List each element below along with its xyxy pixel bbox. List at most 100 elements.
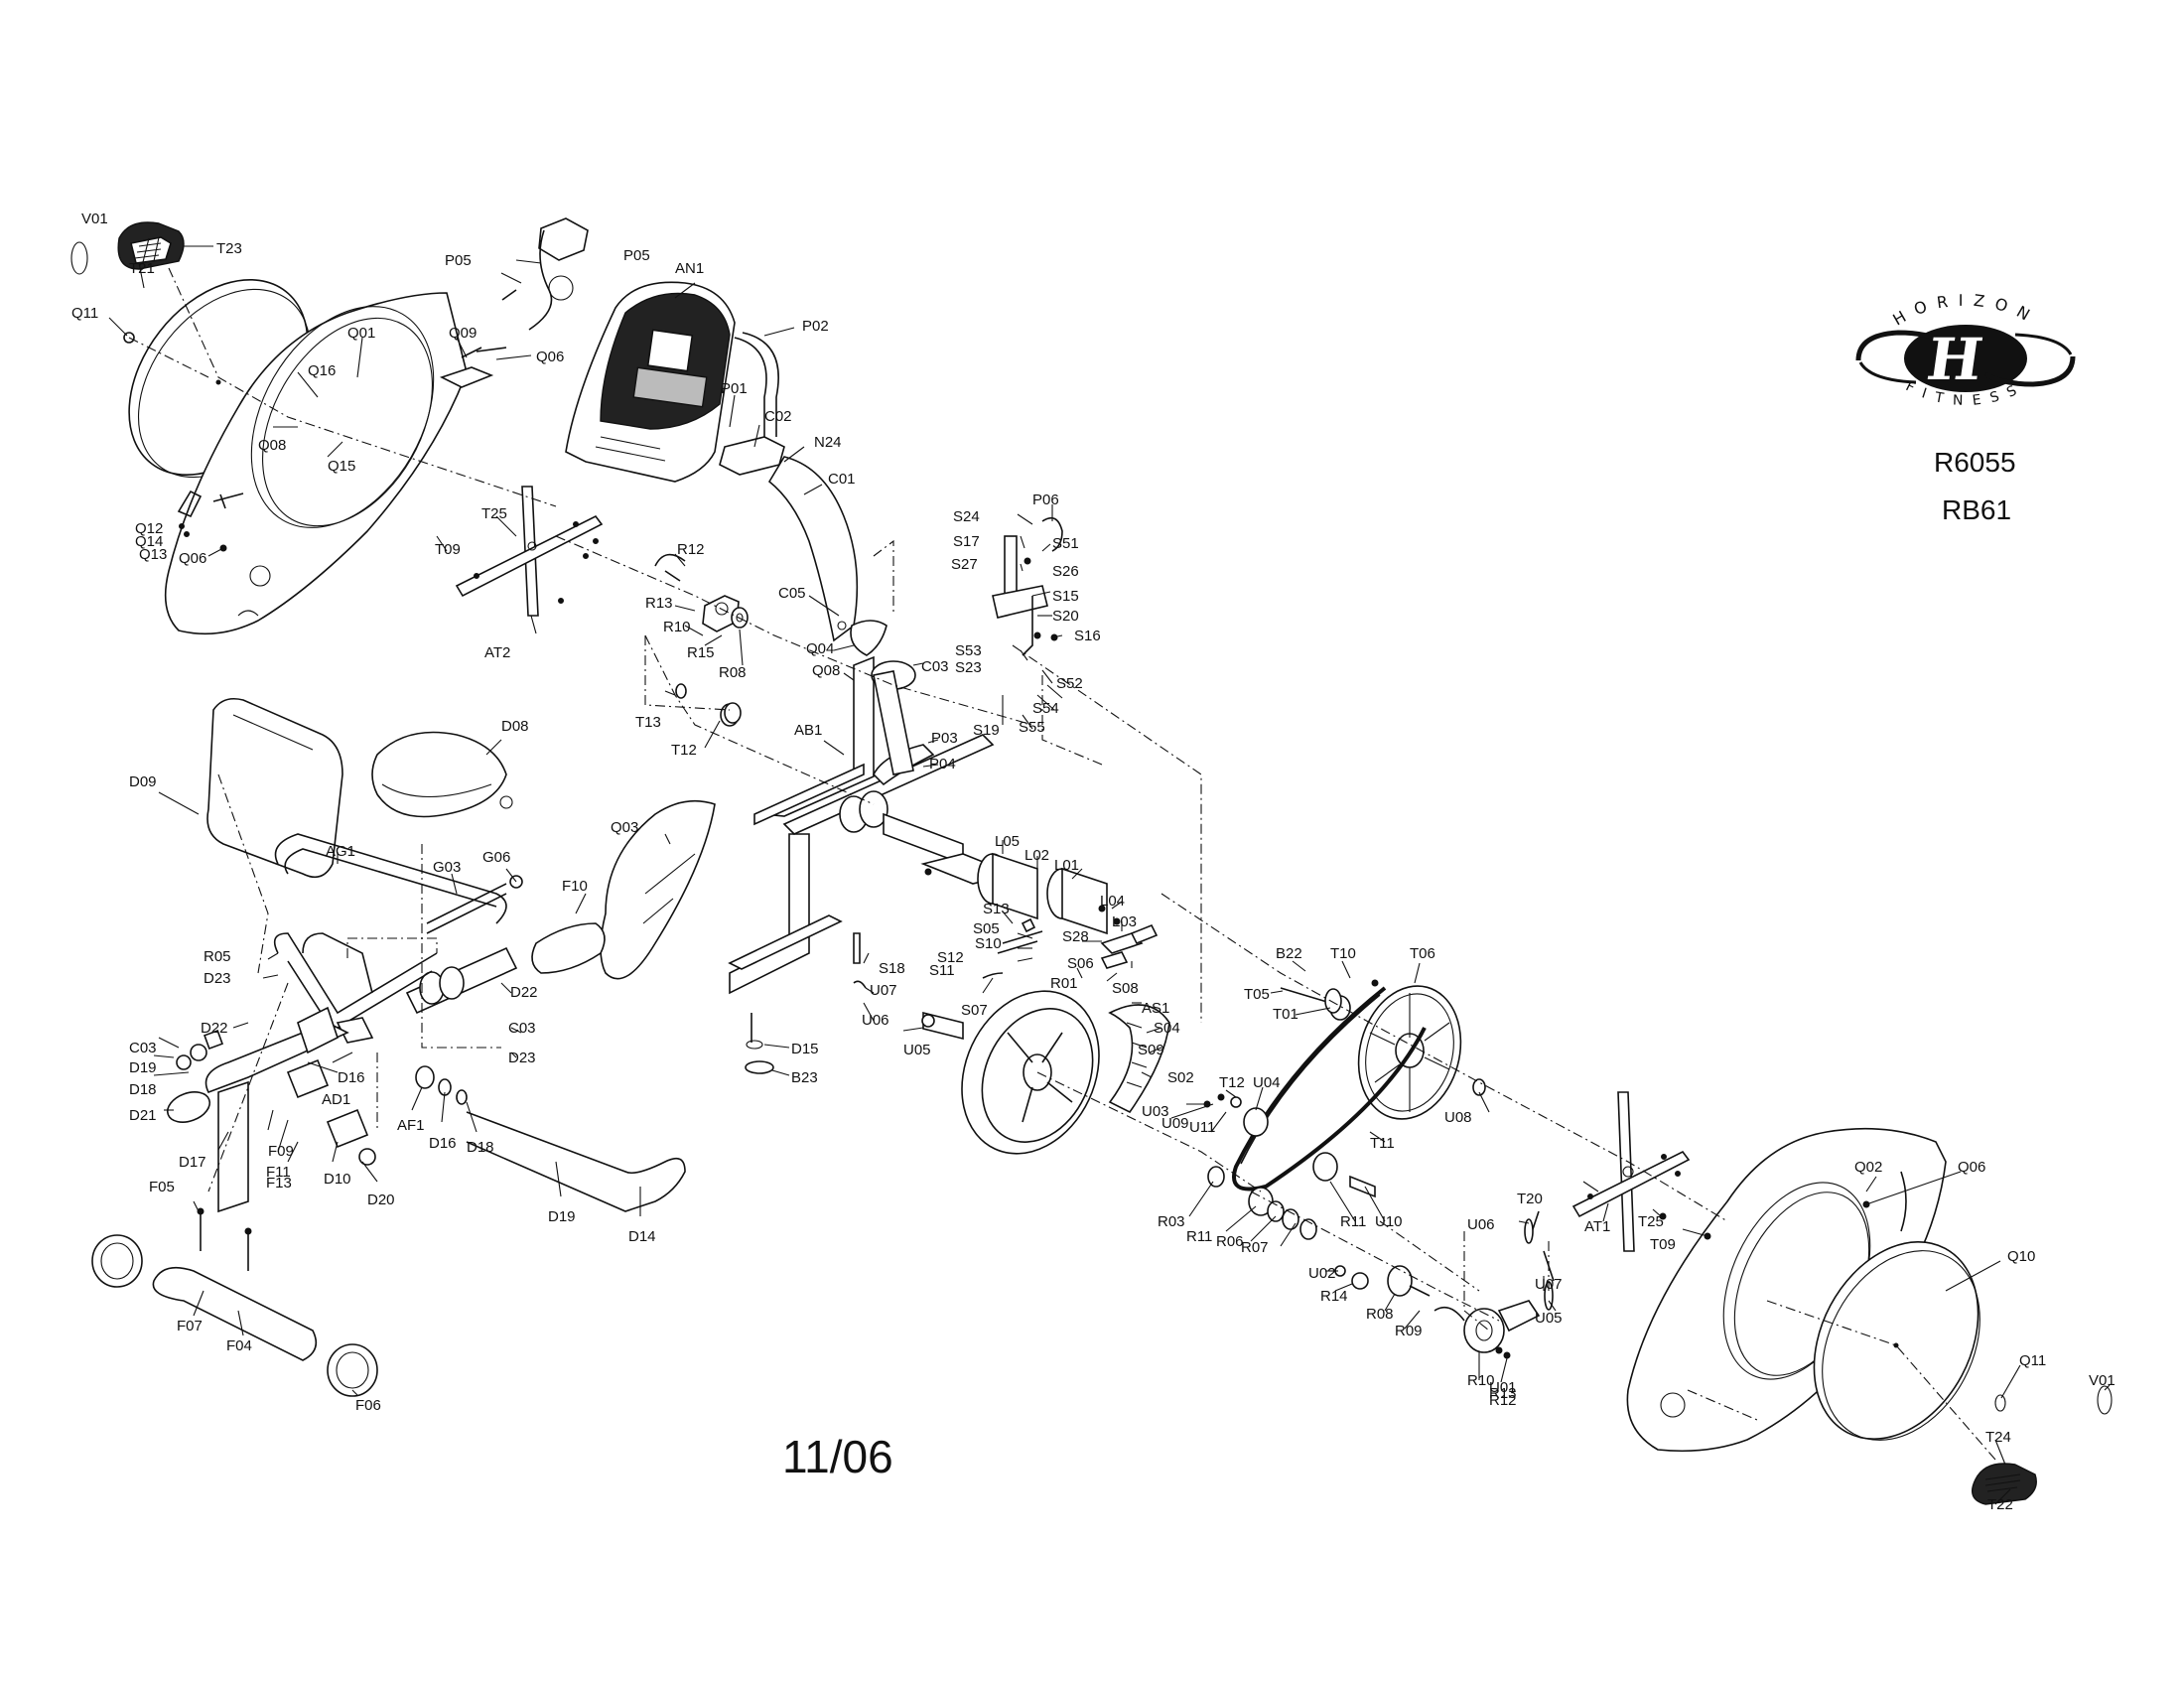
part-label-s16: S16 bbox=[1074, 628, 1101, 644]
part-label-s55: S55 bbox=[1019, 719, 1045, 736]
part-label-d23: D23 bbox=[204, 970, 231, 987]
model-number-secondary: RB61 bbox=[1942, 494, 2012, 525]
part-label-d15: D15 bbox=[791, 1041, 819, 1057]
part-label-p03: P03 bbox=[931, 730, 958, 747]
belt-r03 bbox=[1232, 986, 1427, 1192]
part-label-u01: U01 bbox=[1489, 1379, 1517, 1396]
part-label-r15: R15 bbox=[687, 644, 715, 661]
part-label-b22: B22 bbox=[1276, 945, 1302, 962]
part-label-r13: R13 bbox=[1489, 1385, 1517, 1402]
part-label-d10: D10 bbox=[324, 1171, 351, 1188]
sensor-bracket bbox=[992, 516, 1063, 656]
part-label-s19: S19 bbox=[973, 722, 1000, 739]
front-frame-af1 bbox=[166, 1006, 376, 1213]
part-label-q16: Q16 bbox=[308, 362, 336, 379]
part-label-s12: S12 bbox=[937, 949, 964, 966]
part-label-t24: T24 bbox=[1985, 1429, 2011, 1446]
part-label-d16: D16 bbox=[338, 1069, 365, 1086]
part-label-r11: R11 bbox=[1340, 1213, 1366, 1230]
part-label-s18: S18 bbox=[879, 960, 905, 977]
part-label-r09: R09 bbox=[1395, 1323, 1423, 1339]
part-label-d19: D19 bbox=[548, 1208, 576, 1225]
part-label-p02: P02 bbox=[802, 318, 829, 335]
part-label-d16: D16 bbox=[429, 1135, 457, 1152]
part-label-d09: D09 bbox=[129, 773, 157, 790]
part-label-g06: G06 bbox=[482, 849, 510, 866]
model-number-primary: R6055 bbox=[1934, 447, 2016, 478]
part-label-r14: R14 bbox=[1320, 1288, 1348, 1305]
bearing-parts-left bbox=[654, 553, 749, 727]
bracket-q09 bbox=[439, 366, 494, 388]
flywheel-hub-assembly bbox=[977, 852, 1159, 954]
drive-pulley-t05 bbox=[1280, 979, 1462, 1120]
part-label-q01: Q01 bbox=[347, 325, 375, 342]
part-label-q06: Q06 bbox=[179, 550, 206, 567]
power-adapter bbox=[501, 217, 589, 331]
part-label-s02: S02 bbox=[1167, 1069, 1194, 1086]
part-label-s26: S26 bbox=[1052, 563, 1079, 580]
part-label-d17: D17 bbox=[179, 1154, 206, 1171]
part-label-an1: AN1 bbox=[675, 260, 704, 277]
part-label-u06: U06 bbox=[1467, 1216, 1495, 1233]
part-label-s24: S24 bbox=[953, 508, 980, 525]
part-label-r05: R05 bbox=[204, 948, 231, 965]
part-label-t13: T13 bbox=[635, 714, 661, 731]
handlebar-c01 bbox=[719, 436, 859, 642]
part-label-c01: C01 bbox=[828, 471, 856, 488]
part-label-q04: Q04 bbox=[806, 640, 834, 657]
revision-date: 11/06 bbox=[782, 1431, 893, 1482]
part-label-p01: P01 bbox=[721, 380, 748, 397]
backrest-d09 bbox=[206, 697, 343, 879]
part-label-q02: Q02 bbox=[1854, 1159, 1882, 1176]
part-label-s13: S13 bbox=[983, 901, 1010, 917]
part-label-ag1: AG1 bbox=[326, 843, 355, 860]
part-label-t09: T09 bbox=[1650, 1236, 1676, 1253]
part-label-s51: S51 bbox=[1052, 535, 1079, 552]
part-label-b23: B23 bbox=[791, 1069, 818, 1086]
pedal-left bbox=[117, 221, 185, 270]
part-label-u07: U07 bbox=[870, 982, 897, 999]
part-label-q08: Q08 bbox=[812, 662, 840, 679]
part-label-t06: T06 bbox=[1410, 945, 1435, 962]
part-label-d19: D19 bbox=[129, 1059, 157, 1076]
part-label-t10: T10 bbox=[1330, 945, 1356, 962]
part-label-l04: L04 bbox=[1100, 893, 1125, 910]
cover-f10 bbox=[531, 922, 606, 974]
part-label-s04: S04 bbox=[1154, 1020, 1180, 1037]
part-label-af1: AF1 bbox=[397, 1117, 425, 1134]
part-label-d14: D14 bbox=[628, 1228, 656, 1245]
part-label-r03: R03 bbox=[1158, 1213, 1185, 1230]
part-label-q11: Q11 bbox=[71, 305, 98, 322]
idler-assembly bbox=[1203, 1093, 1555, 1359]
tension-parts bbox=[853, 917, 1129, 989]
part-label-s05: S05 bbox=[973, 920, 1000, 937]
part-label-s27: S27 bbox=[951, 556, 978, 573]
part-label-r08: R08 bbox=[1366, 1306, 1394, 1323]
part-label-p05: P05 bbox=[445, 252, 472, 269]
part-label-r10: R10 bbox=[1467, 1372, 1495, 1389]
logo-text-top: HORIZON bbox=[1889, 291, 2031, 330]
part-label-d22: D22 bbox=[201, 1020, 228, 1037]
part-drawings bbox=[70, 217, 2113, 1505]
part-label-q11: Q11 bbox=[2019, 1352, 2046, 1369]
part-label-t11: T11 bbox=[1370, 1135, 1395, 1152]
part-label-u02: U02 bbox=[1308, 1265, 1336, 1282]
reflector-right bbox=[2097, 1385, 2113, 1415]
part-label-p05: P05 bbox=[623, 247, 650, 264]
horizon-fitness-logo: H HORIZON FITNESS bbox=[1855, 291, 2076, 409]
part-label-s23: S23 bbox=[955, 659, 982, 676]
pedal-right bbox=[1972, 1385, 2113, 1505]
part-label-f10: F10 bbox=[562, 878, 588, 895]
flywheel-r01 bbox=[961, 990, 1100, 1155]
reflector-left bbox=[70, 241, 88, 275]
cross-bracket-at2 bbox=[455, 486, 604, 617]
part-label-q03: Q03 bbox=[611, 819, 638, 836]
seat-d08 bbox=[371, 731, 513, 818]
part-label-s09: S09 bbox=[1138, 1042, 1164, 1058]
part-label-g03: G03 bbox=[433, 859, 461, 876]
part-label-u06: U06 bbox=[862, 1012, 889, 1029]
part-label-f04: F04 bbox=[226, 1337, 252, 1354]
part-label-f13: F13 bbox=[266, 1175, 292, 1192]
seat-frame-ag1 bbox=[274, 833, 523, 994]
leveler-foot bbox=[745, 1013, 774, 1074]
